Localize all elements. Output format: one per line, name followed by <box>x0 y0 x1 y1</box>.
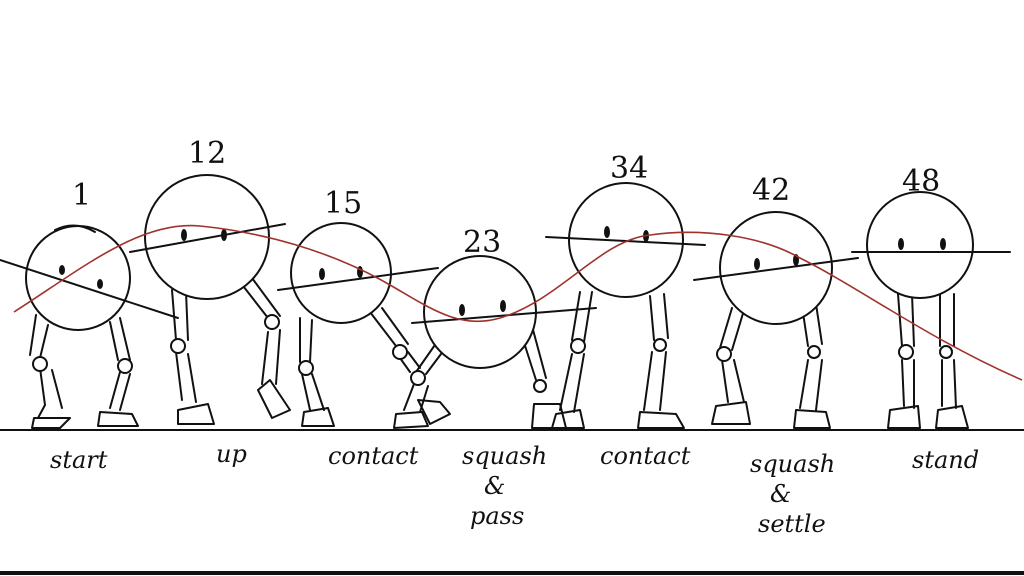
figure-contact-1 <box>277 222 451 427</box>
label-and-1: & <box>484 472 505 500</box>
label-settle: settle <box>758 510 826 538</box>
frame-number-15: 15 <box>324 186 362 221</box>
label-and-2: & <box>770 480 791 508</box>
label-start: start <box>50 446 108 474</box>
figure-squash-pass <box>393 255 597 429</box>
label-squash-2: squash <box>750 450 835 478</box>
figure-contact-2 <box>545 182 706 429</box>
arc-path-of-action <box>13 224 1023 381</box>
frame-number-23: 23 <box>463 225 501 260</box>
label-stand: stand <box>912 446 979 474</box>
frame-number-42: 42 <box>752 173 790 208</box>
frame-number-48: 48 <box>902 164 940 199</box>
figure-start <box>0 224 179 429</box>
frame-number-1: 1 <box>72 178 91 213</box>
label-pass: pass <box>470 502 524 530</box>
label-up: up <box>216 440 247 468</box>
figure-squash-settle <box>693 211 859 429</box>
label-contact-2: contact <box>600 442 691 470</box>
figure-up <box>129 174 291 425</box>
frame-number-34: 34 <box>610 151 648 186</box>
frame-number-12: 12 <box>188 136 226 171</box>
label-contact-1: contact <box>328 442 419 470</box>
label-squash-1: squash <box>462 442 547 470</box>
figure-stand <box>851 191 1011 429</box>
